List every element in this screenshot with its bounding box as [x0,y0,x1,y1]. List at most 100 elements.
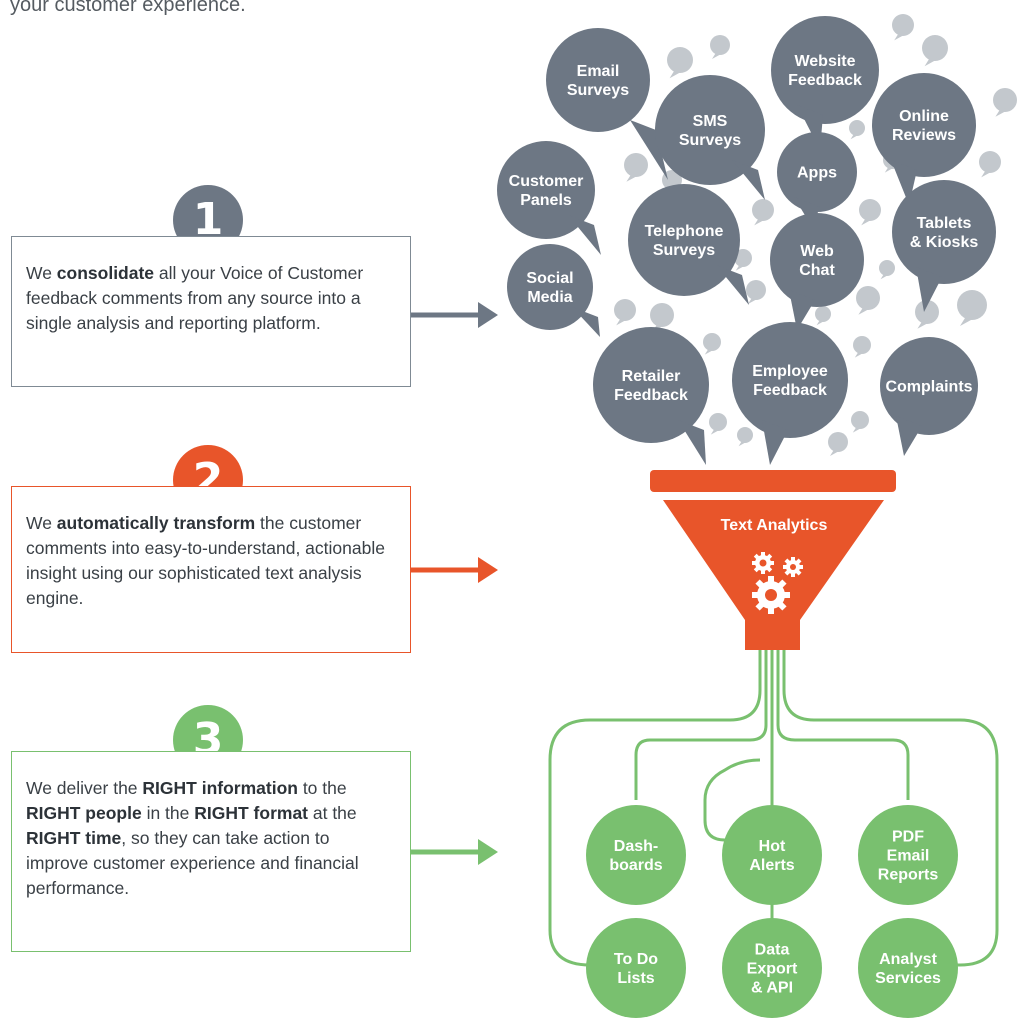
small-bubble [828,432,848,452]
output-label: PDF [892,829,924,846]
source-bubble-label: Feedback [788,72,862,89]
small-bubble [703,333,721,351]
small-bubble [709,413,727,431]
small-bubble [856,286,880,310]
source-bubble-label: Panels [520,192,572,209]
source-bubble-label: Online [899,108,949,125]
small-bubble [849,120,865,136]
output-circle: Dash-boards [586,805,686,905]
step-1-box: We consolidate all your Voice of Custome… [11,236,411,387]
small-bubble [892,14,914,36]
source-bubble-label: & Kiosks [910,234,979,251]
step-1-text: We consolidate all your Voice of Custome… [26,263,364,333]
source-bubble-label: Employee [752,363,828,380]
source-bubble-label: Web [800,243,834,260]
source-bubble-label: SMS [693,113,728,130]
small-bubble [614,299,636,321]
output-label: Hot [759,838,786,855]
source-bubble-label: Apps [797,165,837,182]
output-label: & API [751,980,793,997]
small-bubble [737,427,753,443]
output-label: boards [609,857,662,874]
source-bubble-label: Media [527,289,572,306]
output-label: Export [747,961,798,978]
source-bubble-label: Feedback [614,387,688,404]
small-bubble [915,300,939,324]
output-label: Services [875,970,941,987]
funnel-rim [650,470,896,492]
source-bubble-label: Website [794,53,855,70]
source-bubble: Complaints [880,337,978,456]
small-bubble [993,88,1017,112]
small-bubble [746,280,766,300]
step-2-text: We automatically transform the customer … [26,513,385,608]
output-label: To Do [614,951,658,968]
source-bubble-label: Reviews [892,127,956,144]
small-bubble [710,35,730,55]
small-bubble [879,260,895,276]
source-bubble: Tablets & Kiosks [892,180,996,312]
source-bubble-label: Email [577,63,620,80]
small-bubble [752,199,774,221]
small-bubble [853,336,871,354]
source-bubble-label: Surveys [567,82,629,99]
output-label: Dash- [614,838,658,855]
output-label: Reports [878,867,939,884]
source-bubble-label: Feedback [753,382,827,399]
source-bubble: Apps [777,132,857,227]
gears-icon [752,552,803,614]
source-bubble-label: Customer [509,173,584,190]
small-bubble [815,306,831,322]
source-bubbles: EmailSurveysSMSSurveysWebsiteFeedbackOnl… [497,16,996,465]
small-bubble [734,249,752,267]
step-2-box: We automatically transform the customer … [11,486,411,653]
output-label: Lists [617,970,654,987]
step-3-box: We deliver the RIGHT information to the … [11,751,411,952]
source-bubble-label: Tablets [917,215,972,232]
small-bubble [667,47,693,73]
output-label: Data [755,942,790,959]
source-bubble-label: Complaints [885,379,972,396]
small-bubble [624,153,648,177]
funnel-label: Text Analytics [721,517,828,534]
small-bubble [922,35,948,61]
source-bubble-label: Surveys [679,132,741,149]
small-bubble [957,290,987,320]
intro-text: your customer experience. [10,0,246,16]
arrow-1 [411,302,498,328]
small-bubble [979,151,1001,173]
source-bubble-label: Chat [799,262,835,279]
funnel-body [663,500,884,650]
small-bubble [859,199,881,221]
source-bubble-label: Telephone [645,223,724,240]
source-bubble-label: Surveys [653,242,715,259]
arrow-3 [411,839,498,865]
output-label: Analyst [879,951,937,968]
source-bubble: SMS Surveys [655,75,765,200]
small-bubble [851,411,869,429]
output-connectors [548,650,999,967]
output-circle: To Do Lists [586,918,686,1018]
text-analytics-funnel: Text Analytics [650,470,896,650]
step-3-text: We deliver the RIGHT information to the … [26,778,359,898]
small-bubble [650,303,674,327]
arrow-2 [411,557,498,583]
output-label: Alerts [749,857,794,874]
source-bubble-label: Retailer [622,368,681,385]
source-bubble-label: Social [526,270,573,287]
